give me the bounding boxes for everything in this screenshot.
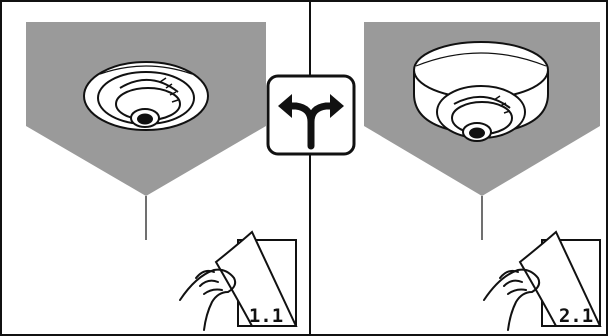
- flush-dome-camera-icon: [83, 61, 209, 131]
- right-panel: 2.1: [364, 22, 602, 331]
- page-curl-left: [214, 230, 298, 327]
- page-ref-label-left: 1.1: [249, 305, 283, 327]
- page-curl-right: [518, 230, 602, 327]
- split-arrow-icon: [266, 74, 356, 156]
- hand-icon-left: [179, 268, 237, 331]
- hand-icon-right: [483, 268, 541, 331]
- page-reference-right: 2.1: [483, 230, 602, 331]
- surface-dome-camera-icon: [413, 41, 549, 142]
- page-ref-label-right: 2.1: [559, 305, 593, 327]
- page-reference-left: 1.1: [179, 230, 298, 331]
- left-panel: 1.1: [26, 22, 298, 331]
